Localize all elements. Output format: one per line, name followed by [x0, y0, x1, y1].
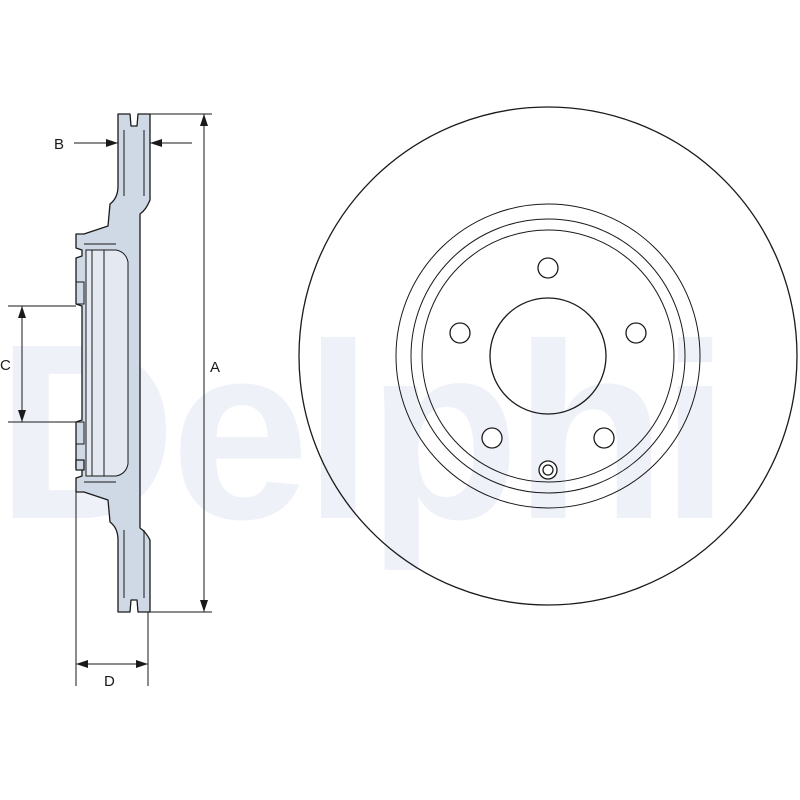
disc-side-section — [75, 113, 151, 613]
disc-front-view — [298, 106, 798, 606]
dim-a-label-bg — [206, 356, 226, 376]
retaining-screw-hole-inner — [542, 464, 554, 476]
dim-d-arrow-left — [76, 660, 88, 668]
friction-ring-inner-edge — [395, 203, 701, 509]
center-bore — [489, 297, 607, 415]
dim-b-arrow-right — [150, 139, 162, 147]
dim-a-arrow-top — [200, 114, 208, 126]
dim-b-arrow-left — [106, 139, 118, 147]
bolt-hole-lower-left — [481, 427, 503, 449]
section-hole-lower — [75, 421, 85, 445]
dimension-c: C — [0, 305, 76, 423]
dimension-b: B — [54, 136, 192, 153]
bolt-hole-upper-left — [449, 322, 471, 344]
disc-outer-edge — [298, 106, 798, 606]
dim-c-arrow-top — [18, 306, 26, 318]
dim-a-arrow-bottom — [200, 600, 208, 612]
hat-face-edge — [421, 229, 675, 483]
disc-hat-interior — [85, 249, 129, 477]
dim-d-arrow-right — [136, 660, 148, 668]
hat-outer-edge — [410, 218, 686, 494]
bolt-hole-upper-right — [625, 322, 647, 344]
dimension-d: D — [75, 492, 149, 690]
bolt-hole-lower-right — [593, 427, 615, 449]
bolt-hole-top — [537, 257, 559, 279]
dimension-a: A — [150, 113, 226, 613]
dim-c-arrow-bottom — [18, 410, 26, 422]
dim-d-label: D — [104, 673, 115, 690]
dim-a-label: A — [210, 359, 220, 376]
section-hole-upper — [75, 281, 85, 305]
dim-b-label: B — [54, 136, 64, 153]
dim-c-label: C — [0, 357, 11, 374]
threaded-hole — [75, 459, 85, 471]
